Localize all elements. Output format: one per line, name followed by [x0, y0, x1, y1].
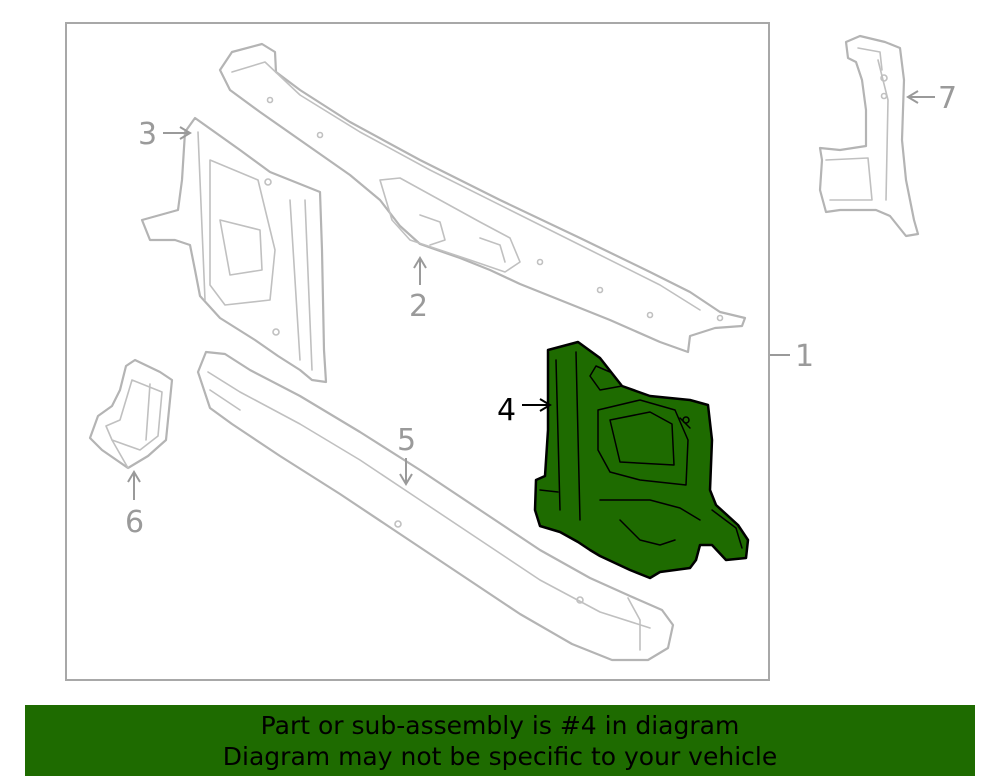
leader-4 [522, 398, 552, 412]
callout-3[interactable]: 3 [138, 117, 157, 152]
part-4-highlighted[interactable] [533, 340, 750, 580]
part-2-upper-support[interactable] [218, 42, 747, 354]
leader-3 [163, 126, 192, 140]
part-6-bracket[interactable] [88, 358, 174, 470]
leader-6 [127, 470, 141, 500]
leader-7 [906, 90, 935, 104]
banner-line-2: Diagram may not be specific to your vehi… [222, 742, 778, 771]
callout-7[interactable]: 7 [938, 81, 957, 116]
info-banner: Part or sub-assembly is #4 in diagram Di… [25, 705, 975, 776]
leader-2 [413, 256, 427, 285]
callout-1[interactable]: 1 [795, 339, 814, 374]
part-7-upright-bracket[interactable] [818, 34, 920, 238]
leader-5 [399, 458, 413, 486]
assembly-frame [65, 22, 770, 681]
part-3-left-side-support[interactable] [140, 116, 328, 384]
callout-6[interactable]: 6 [125, 505, 144, 540]
callout-4[interactable]: 4 [497, 393, 516, 428]
callout-2[interactable]: 2 [409, 289, 428, 324]
banner-line-1: Part or sub-assembly is #4 in diagram [260, 711, 740, 740]
callout-5[interactable]: 5 [397, 423, 416, 458]
parts-diagram: 1 2 3 4 5 6 7 [65, 22, 957, 681]
part-5-lower-support[interactable] [196, 350, 675, 662]
